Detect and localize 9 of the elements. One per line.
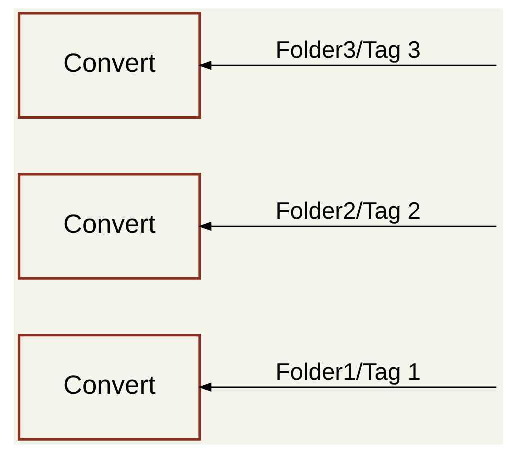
arrow [198, 382, 497, 392]
edge-label: Folder2/Tag 2 [276, 199, 421, 226]
node-box: Convert [18, 12, 202, 119]
edge-label: Folder3/Tag 3 [276, 38, 421, 64]
edge-label: Folder1/Tag 1 [276, 360, 421, 386]
node-box: Convert [18, 334, 202, 441]
node-box: Convert [18, 173, 202, 280]
arrow [198, 60, 497, 70]
arrow [198, 222, 497, 232]
